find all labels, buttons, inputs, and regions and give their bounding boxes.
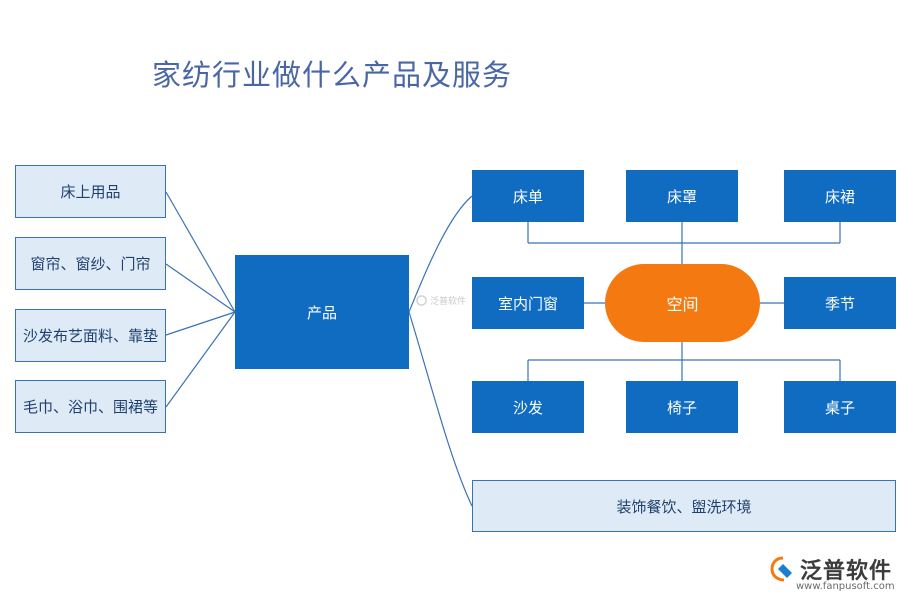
center-space: 空间 bbox=[605, 264, 760, 342]
node-label: 沙发 bbox=[512, 398, 543, 417]
node-label: 室内门窗 bbox=[497, 294, 558, 313]
node-bedskirt: 床裙 bbox=[784, 170, 896, 222]
service-box: 装饰餐饮、盥洗环境 bbox=[472, 480, 896, 532]
service-label: 装饰餐饮、盥洗环境 bbox=[616, 497, 752, 516]
left-item-1: 床上用品 bbox=[15, 165, 166, 218]
connector-line bbox=[165, 191, 236, 313]
fanpu-logo-icon bbox=[770, 556, 792, 582]
node-chair: 椅子 bbox=[626, 381, 738, 433]
node-label: 椅子 bbox=[666, 398, 697, 417]
left-item-label: 窗帘、窗纱、门帘 bbox=[30, 255, 151, 273]
node-indoor-doors-windows: 室内门窗 bbox=[472, 277, 584, 329]
connector-line bbox=[165, 263, 236, 313]
fanpu-logo-icon bbox=[416, 295, 427, 306]
left-item-2: 窗帘、窗纱、门帘 bbox=[15, 237, 166, 290]
hub-label: 产品 bbox=[306, 303, 337, 322]
hub-products: 产品 bbox=[235, 255, 409, 369]
connector-line bbox=[408, 311, 473, 507]
logo-url: www.fanpusoft.com bbox=[796, 581, 895, 592]
left-item-3: 沙发布艺面料、靠垫 bbox=[15, 309, 166, 362]
brand-logo: 泛普软件 bbox=[770, 553, 892, 585]
left-item-label: 毛巾、浴巾、围裙等 bbox=[22, 398, 158, 416]
logo-text: 泛普软件 bbox=[800, 559, 893, 584]
left-item-4: 毛巾、浴巾、围裙等 bbox=[15, 380, 166, 433]
node-season: 季节 bbox=[784, 277, 896, 329]
center-label: 空间 bbox=[666, 295, 699, 314]
node-label: 桌子 bbox=[824, 398, 855, 417]
left-item-label: 沙发布艺面料、靠垫 bbox=[22, 327, 158, 345]
node-label: 床裙 bbox=[824, 187, 855, 206]
connector-line bbox=[165, 311, 236, 408]
left-item-label: 床上用品 bbox=[60, 183, 121, 201]
node-sofa: 沙发 bbox=[472, 381, 584, 433]
page-title: 家纺行业做什么产品及服务 bbox=[152, 58, 513, 92]
node-label: 床罩 bbox=[666, 187, 697, 206]
node-label: 床单 bbox=[512, 187, 543, 206]
node-bedsheet: 床单 bbox=[472, 170, 584, 222]
node-bedcover: 床罩 bbox=[626, 170, 738, 222]
node-table: 桌子 bbox=[784, 381, 896, 433]
node-label: 季节 bbox=[824, 294, 855, 313]
watermark: 泛普软件 bbox=[416, 294, 466, 307]
watermark-text: 泛普软件 bbox=[430, 297, 467, 307]
connector-line bbox=[165, 311, 236, 336]
connector-line bbox=[408, 195, 473, 313]
